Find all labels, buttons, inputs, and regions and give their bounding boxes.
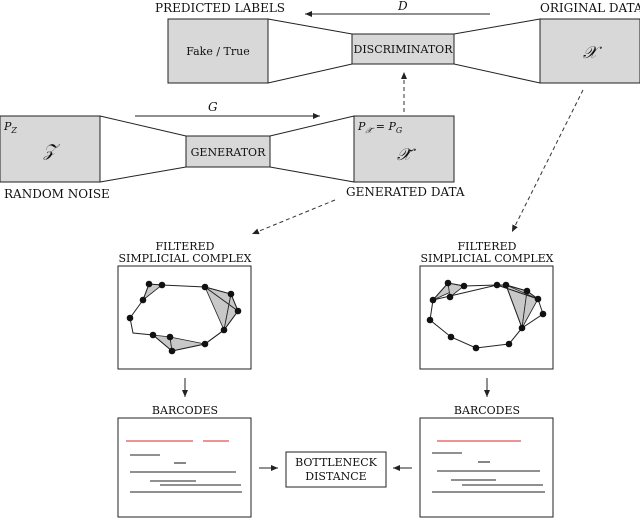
d-label: D [397,0,408,13]
generated-to-complex-arrow [251,199,336,235]
bottleneck-line1: BOTTLENECK [295,456,378,469]
left-barcode-box [117,417,252,518]
generated-data-label: GENERATED DATA [346,185,465,199]
barcodes-left-label: BARCODES [152,404,218,417]
generator-box [185,135,271,168]
barcodes-right-label: BARCODES [454,404,520,417]
random-noise-box [0,115,101,183]
g-label: G [208,100,218,114]
original-data-label: ORIGINAL DATA [540,1,640,15]
predicted-labels-label: PREDICTED LABELS [155,1,285,15]
right-complex-box [419,265,554,370]
bottleneck-line2: DISTANCE [305,470,366,483]
left-barcodes [126,440,242,493]
discriminator-label: DISCRIMINATOR [354,43,454,56]
pz-label: PZ [3,120,17,135]
fake-true-label: Fake / True [186,45,250,58]
random-noise-label: RANDOM NOISE [4,187,110,201]
filtered-right-line2: SIMPLICIAL COMPLEX [421,252,554,265]
bottleneck-box [285,451,387,488]
original-data-box [539,18,640,84]
original-to-complex-arrow [511,89,584,233]
right-barcodes [432,440,545,493]
filtered-left-line1: FILTERED [156,240,215,253]
filtered-right-line1: FILTERED [458,240,517,253]
generator-label: GENERATOR [191,146,266,159]
p-equality-label: P𝒳̃ = PG [357,120,403,135]
z-symbol: 𝒵 [43,141,61,161]
right-barcode-box [419,417,554,518]
filtered-left-line2: SIMPLICIAL COMPLEX [119,252,252,265]
generated-data-box [353,115,455,183]
left-simplicial-complex [126,280,242,355]
right-simplicial-complex [426,279,547,352]
fake-true-box [167,18,269,84]
discriminator-box [351,33,455,65]
